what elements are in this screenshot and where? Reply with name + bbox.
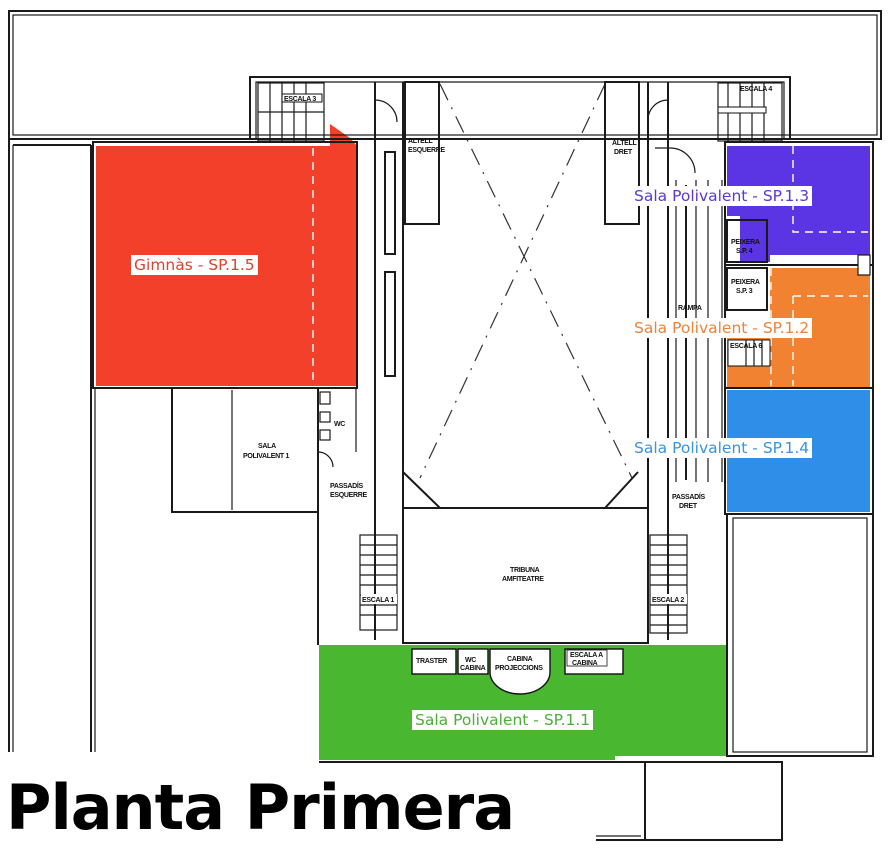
label-altell-dret-2: DRET xyxy=(614,149,633,156)
label-cabina: CABINA xyxy=(507,656,533,663)
cabina-block: TRASTER WC CABINA CABINA PROJECCIONS ESC… xyxy=(411,648,624,695)
label-cabina-2: PROJECCIONS xyxy=(495,665,543,672)
label-wc: WC xyxy=(334,421,345,428)
label-escala-3: ESCALA 3 xyxy=(284,96,316,103)
label-peixera-3: PEIXERA xyxy=(731,279,760,286)
label-escala-cabina: ESCALA A xyxy=(570,652,603,659)
label-altell-esquerre: ALTELL xyxy=(408,138,434,145)
room-label-sala-polivalent-sp-1-3: Sala Polivalent - SP.1.3 xyxy=(631,186,813,206)
stair-escala-2: ESCALA 2 xyxy=(649,534,688,634)
page-title: Planta Primera xyxy=(6,768,523,848)
label-traster: TRASTER xyxy=(416,658,447,665)
label-tribuna-2: AMFITEATRE xyxy=(502,576,544,583)
label-passadis-esquerre-2: ESQUERRE xyxy=(330,492,368,499)
room-label-gimnas-sp-1-5: Gimnàs - SP.1.5 xyxy=(131,255,258,275)
stair-escala-3: ESCALA 3 xyxy=(257,82,325,142)
label-passadis-dret-2: DRET xyxy=(679,503,698,510)
label-altell-dret: ALTELL xyxy=(612,140,638,147)
label-peixera-4: PEIXERA xyxy=(731,239,760,246)
label-passadis-esquerre: PASSADÍS xyxy=(330,481,363,490)
label-sala-polivalent-1: SALA xyxy=(258,443,276,450)
label-peixera-4-2: S.P. 4 xyxy=(736,248,753,255)
label-peixera-3-2: S.P. 3 xyxy=(736,288,753,295)
label-altell-esquerre-2: ESQUERRE xyxy=(408,147,446,154)
label-sala-polivalent-1-b: POLIVALENT 1 xyxy=(243,453,289,460)
label-wc-cabina: WC xyxy=(465,657,476,664)
label-escala-6: ESCALA 6 xyxy=(730,343,762,350)
label-escala-2: ESCALA 2 xyxy=(652,597,684,604)
label-wc-cabina-2: CABINA xyxy=(460,665,486,672)
label-escala-cabina-2: CABINA xyxy=(572,660,598,667)
room-label-sala-polivalent-sp-1-1: Sala Polivalent - SP.1.1 xyxy=(412,710,594,730)
label-passadis-dret: PASSADÍS xyxy=(672,492,705,501)
stair-escala-4: ESCALA 4 xyxy=(717,82,783,142)
room-label-sala-polivalent-sp-1-4: Sala Polivalent - SP.1.4 xyxy=(631,438,813,458)
stair-escala-1: ESCALA 1 xyxy=(359,534,398,631)
label-rampa: RAMPA xyxy=(678,305,702,312)
label-escala-4: ESCALA 4 xyxy=(740,86,772,93)
label-escala-1: ESCALA 1 xyxy=(362,597,394,604)
label-tribuna: TRIBUNA xyxy=(510,567,540,574)
room-label-sala-polivalent-sp-1-2: Sala Polivalent - SP.1.2 xyxy=(631,318,813,338)
